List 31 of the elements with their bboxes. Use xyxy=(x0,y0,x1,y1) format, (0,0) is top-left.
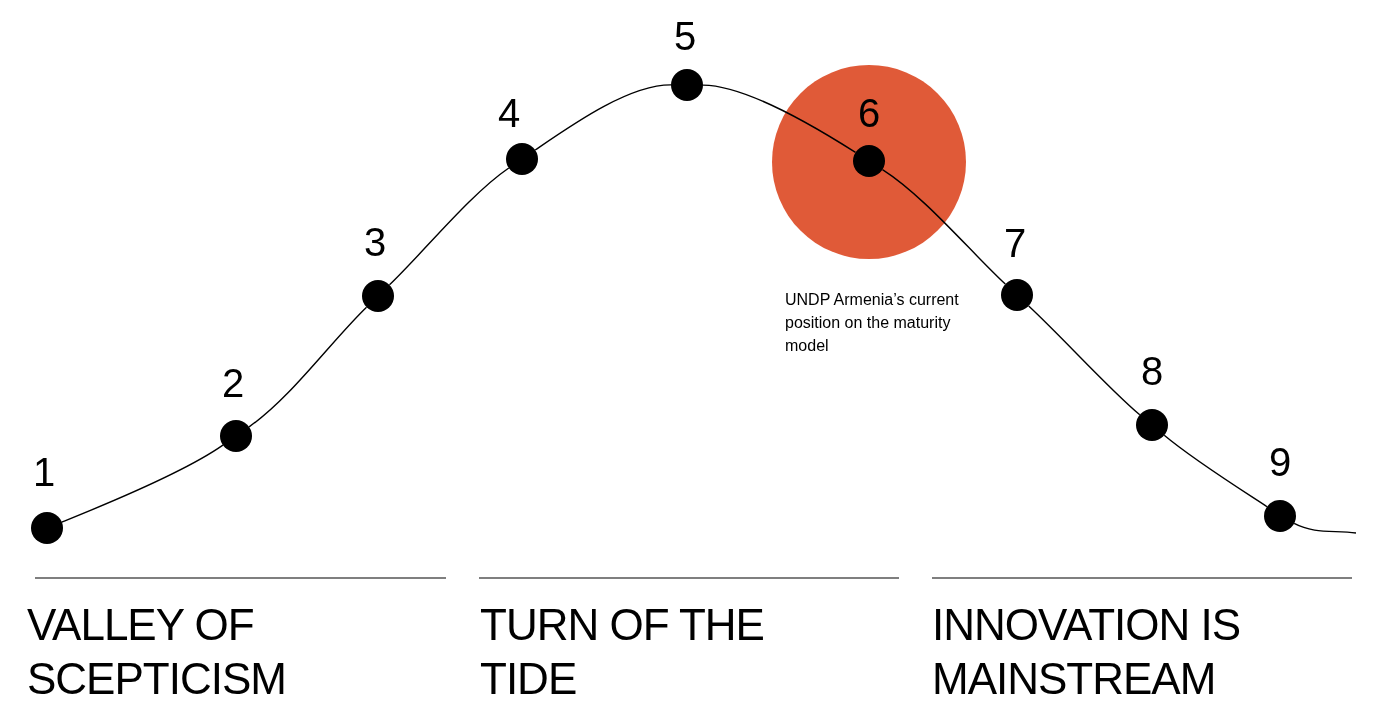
phase-label: TURN OF THE TIDE xyxy=(480,599,765,702)
point-dot xyxy=(220,420,252,452)
step-number: 4 xyxy=(496,90,522,137)
point-dot xyxy=(31,512,63,544)
step-number: 2 xyxy=(220,360,246,407)
curve-line xyxy=(61,444,224,523)
point-dot xyxy=(853,145,885,177)
point-dot xyxy=(362,280,394,312)
step-number: 9 xyxy=(1267,439,1293,486)
step-number: 3 xyxy=(362,219,388,266)
step-number: 5 xyxy=(672,13,698,60)
curve-line xyxy=(1163,434,1268,508)
point-dot xyxy=(671,69,703,101)
point-dot xyxy=(506,143,538,175)
curve-line xyxy=(1028,305,1141,416)
annotation-text: UNDP Armenia’s current position on the maturity model xyxy=(785,290,960,356)
curve-line xyxy=(881,168,1006,285)
curve-line xyxy=(248,306,368,428)
point-dot xyxy=(1264,500,1296,532)
phase-label: VALLEY OF SCEPTICISM xyxy=(27,599,287,702)
point-dot xyxy=(1001,279,1033,311)
phase-label: INNOVATION IS MAINSTREAM xyxy=(932,599,1242,702)
point-dot xyxy=(1136,409,1168,441)
curve-line xyxy=(702,84,857,154)
step-number: 1 xyxy=(31,449,57,496)
curve-line xyxy=(534,84,672,151)
step-number: 6 xyxy=(856,90,882,137)
step-number: 7 xyxy=(1002,220,1028,267)
step-number: 8 xyxy=(1139,348,1165,395)
curve-line xyxy=(388,167,510,286)
curve-line xyxy=(1293,522,1357,534)
